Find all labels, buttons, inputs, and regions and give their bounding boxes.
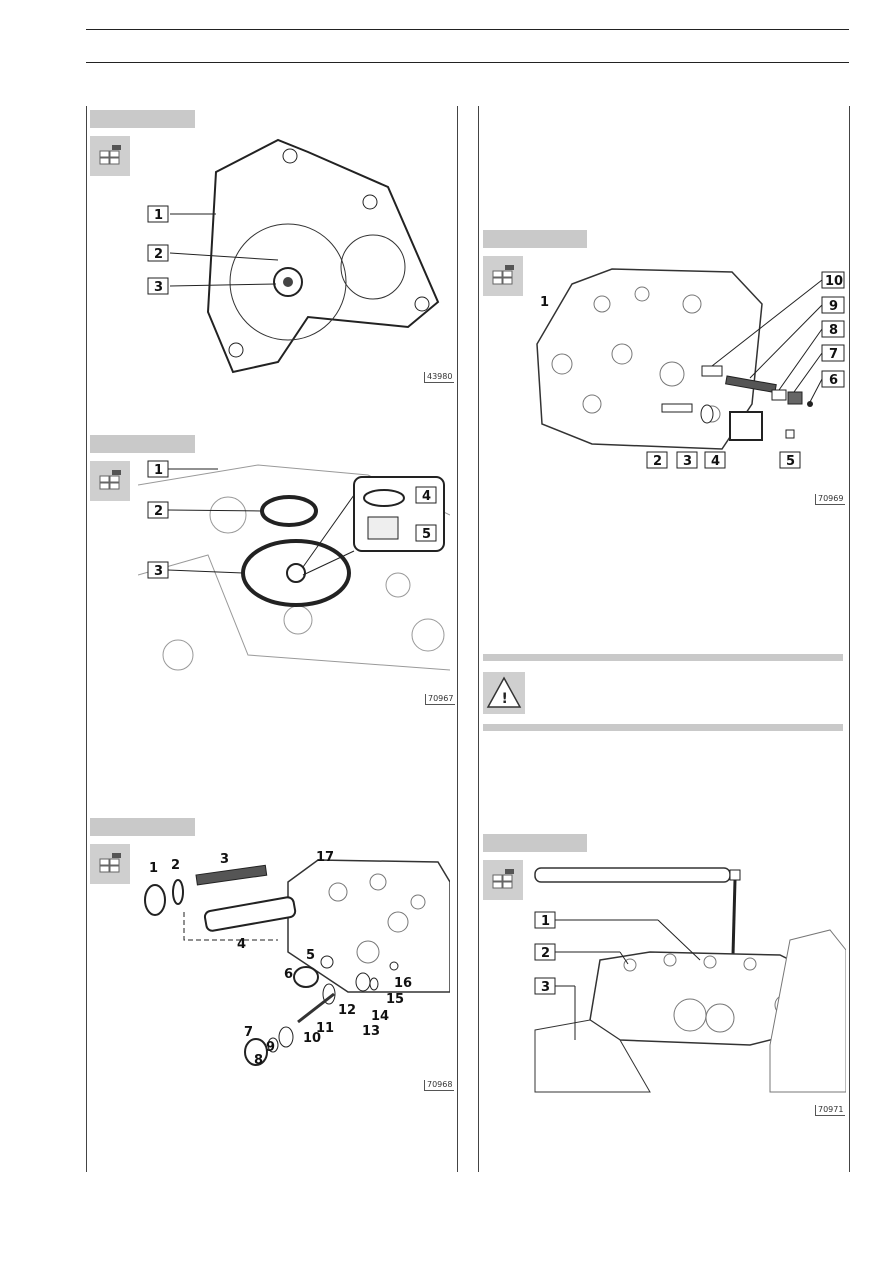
- svg-text:!: !: [502, 691, 508, 707]
- figure-2-seals: 1 2 3 4 5: [138, 455, 450, 687]
- callout-8: 8: [254, 1053, 263, 1068]
- right-column-border: [849, 106, 850, 1172]
- callout-11: 11: [316, 1021, 334, 1036]
- figure-tab: [483, 230, 587, 248]
- callout-1: 1: [149, 861, 158, 876]
- callout-12: 12: [338, 1003, 356, 1018]
- exploded-view-icon: [483, 256, 523, 296]
- callout-6: 6: [829, 373, 838, 388]
- figure-3-valve-parts: 1 2 3 4 5 6 7 8 9 10 11 12 13 14 15 16 1…: [144, 850, 450, 1068]
- callout-3: 3: [220, 852, 229, 867]
- figure-number: 70968: [424, 1080, 455, 1091]
- callout-10: 10: [825, 274, 843, 289]
- warning-top-bar: [483, 654, 843, 661]
- callout-4: 4: [422, 489, 431, 504]
- callout-7: 7: [244, 1025, 253, 1040]
- callout-2: 2: [171, 858, 180, 873]
- callout-5: 5: [422, 527, 431, 542]
- callout-10: 10: [303, 1031, 321, 1046]
- callout-13: 13: [362, 1024, 380, 1039]
- callout-2: 2: [154, 247, 163, 262]
- figure-number: 43980: [424, 372, 455, 383]
- warning-bottom-bar: [483, 724, 843, 731]
- column-divider-left: [457, 106, 458, 1172]
- callout-2: 2: [541, 946, 550, 961]
- callout-1: 1: [154, 208, 163, 223]
- callout-3: 3: [683, 454, 692, 469]
- exploded-view-icon: [90, 461, 130, 501]
- callout-1: 1: [154, 463, 163, 478]
- callout-9: 9: [266, 1040, 275, 1055]
- callout-15: 15: [386, 992, 404, 1007]
- figure-number: 70969: [815, 494, 846, 505]
- exploded-view-icon: [90, 136, 130, 176]
- figure-tab: [90, 818, 195, 836]
- warning-icon-box: !: [483, 672, 525, 714]
- callout-14: 14: [371, 1009, 389, 1024]
- callout-3: 3: [541, 980, 550, 995]
- callout-4: 4: [237, 937, 246, 952]
- figure-1-pump-cover: 1 2 3: [147, 138, 440, 374]
- left-column-border: [86, 106, 87, 1172]
- figure-tab: [483, 834, 587, 852]
- figure-4-solenoid-valve: 1 2 3 4 5 6 7 8 9 10: [536, 268, 845, 469]
- figure-number: 70971: [815, 1105, 846, 1116]
- callout-6: 6: [284, 967, 293, 982]
- callout-9: 9: [829, 299, 838, 314]
- callout-7: 7: [829, 347, 838, 362]
- figure-5-torque-wrench: 1 2 3: [534, 867, 846, 1093]
- callout-5: 5: [306, 948, 315, 963]
- header-top-rule: [86, 29, 849, 30]
- figure-number: 70967: [425, 694, 456, 705]
- exploded-view-icon: [90, 844, 130, 884]
- callout-16: 16: [394, 976, 412, 991]
- figure-tab: [90, 435, 195, 453]
- figure-tab: [90, 110, 195, 128]
- exploded-view-icon: [483, 860, 523, 900]
- callout-1: 1: [541, 914, 550, 929]
- callout-1: 1: [540, 295, 549, 310]
- warning-triangle-icon: !: [486, 676, 522, 708]
- callout-3: 3: [154, 280, 163, 295]
- header-bottom-rule: [86, 62, 849, 63]
- callout-4: 4: [711, 454, 720, 469]
- callout-2: 2: [653, 454, 662, 469]
- callout-5: 5: [786, 454, 795, 469]
- callout-2: 2: [154, 504, 163, 519]
- column-divider-right: [478, 106, 479, 1172]
- callout-3: 3: [154, 564, 163, 579]
- callout-17: 17: [316, 850, 334, 865]
- callout-8: 8: [829, 323, 838, 338]
